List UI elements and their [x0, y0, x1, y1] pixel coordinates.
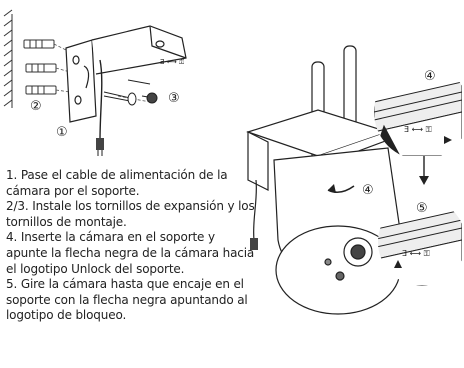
mounting-screws — [103, 79, 158, 106]
callout-1: ① — [56, 125, 68, 140]
expansion-anchors — [23, 39, 57, 95]
instruction-step-2-3: 2/3. Instale los tornillos de expansión … — [6, 199, 255, 229]
down-arrow-icon — [419, 156, 429, 185]
callout-4-mid: ④ — [362, 183, 374, 198]
svg-text:Ǝ ⟷ ⚿: Ǝ ⟷ ⚿ — [404, 125, 432, 134]
svg-text:Ǝ ⟷ ⚿: Ǝ ⟷ ⚿ — [160, 58, 185, 66]
callout-4-top: ④ — [424, 69, 436, 84]
wall-hatch — [3, 9, 13, 108]
power-cable — [99, 59, 103, 141]
instruction-step-5: 5. Gire la cámara hasta que encaje en el… — [6, 277, 248, 323]
camera-install-illustration: ④ — [246, 45, 401, 315]
callout-5: ⑤ — [416, 201, 428, 216]
bracket-plate — [65, 25, 187, 123]
instruction-step-4: 4. Inserte la cámara en el soporte y apu… — [6, 230, 255, 276]
callout-2: ② — [30, 99, 42, 114]
svg-text:Ǝ ⟷ ⚿: Ǝ ⟷ ⚿ — [402, 249, 430, 258]
detail-lock-illustration: ⑤ Ǝ ⟷ ⚿ — [378, 201, 462, 286]
callout-3: ③ — [168, 91, 180, 106]
bracket-mounting-illustration: Ǝ ⟷ ⚿ ② ③ ① — [3, 9, 187, 156]
detail-unlock-illustration: ④ Ǝ ⟷ ⚿ — [374, 69, 462, 156]
instructions-text: 1. Pase el cable de alimentación de la c… — [6, 168, 258, 324]
instruction-step-1: 1. Pase el cable de alimentación de la c… — [6, 168, 228, 198]
